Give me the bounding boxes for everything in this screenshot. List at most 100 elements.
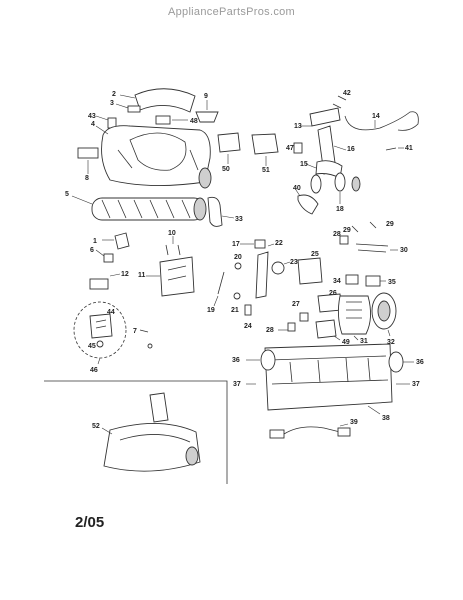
part-7-screws [139, 329, 153, 349]
part-29-screws [351, 221, 377, 233]
part-31-motor [337, 295, 371, 341]
callout-5: 5 [65, 191, 69, 198]
callout-51: 51 [262, 167, 270, 174]
callout-37b: 37 [412, 381, 420, 388]
part-17-block [240, 239, 266, 249]
part-47-clip [293, 142, 303, 154]
part-20-washer [234, 262, 242, 270]
part-23-pulley [271, 261, 291, 275]
callout-22: 22 [275, 240, 283, 247]
callout-30: 30 [400, 247, 408, 254]
callout-13: 13 [294, 123, 302, 130]
part-6-switch-cap [95, 249, 114, 263]
inset-box [44, 380, 228, 484]
callout-26: 26 [329, 290, 337, 297]
part-24-clip [244, 304, 252, 316]
part-34-block [345, 274, 359, 285]
part-42-screws [332, 95, 347, 109]
part-33-belt [207, 196, 235, 227]
callout-31: 31 [360, 338, 368, 345]
callout-8: 8 [85, 175, 89, 182]
part-38-base [264, 343, 393, 415]
callout-9: 9 [204, 93, 208, 100]
callout-36b: 36 [416, 359, 424, 366]
callout-3: 3 [110, 100, 114, 107]
part-27-clip [299, 312, 309, 322]
callout-23: 23 [290, 259, 298, 266]
callout-12: 12 [121, 271, 129, 278]
part-51-block [251, 133, 279, 166]
callout-48: 48 [190, 118, 198, 125]
callout-29: 29 [343, 227, 351, 234]
callout-44: 44 [107, 309, 115, 316]
callout-14: 14 [372, 113, 380, 120]
part-18-wheels [310, 172, 361, 204]
part-14-hose [344, 111, 419, 131]
callout-2: 2 [112, 91, 116, 98]
callout-47: 47 [286, 145, 294, 152]
callout-17: 17 [232, 241, 240, 248]
part-25-bracket [297, 257, 323, 285]
callout-33: 33 [235, 216, 243, 223]
part-1-switch [102, 232, 130, 250]
callout-15: 15 [300, 161, 308, 168]
callout-38: 38 [382, 415, 390, 422]
callout-28b: 28 [333, 231, 341, 238]
part-43-clip [95, 115, 117, 129]
part-13-bracket [300, 107, 341, 127]
callout-27: 27 [292, 301, 300, 308]
callout-52: 52 [92, 423, 100, 430]
callout-50: 50 [222, 166, 230, 173]
part-4-main-housing [95, 125, 212, 189]
callout-1: 1 [93, 238, 97, 245]
callout-11: 11 [138, 272, 146, 279]
part-35-block [365, 275, 386, 287]
part-5-brushroll [71, 195, 207, 221]
part-32-fan-housing [371, 292, 397, 337]
callout-36: 36 [232, 357, 240, 364]
callout-19: 19 [207, 307, 215, 314]
part-48-lens [155, 115, 188, 125]
callout-18: 18 [336, 206, 344, 213]
part-40-latch [295, 189, 319, 215]
callout-labels: 1 2 3 4 5 6 7 8 9 10 11 12 13 14 15 16 1… [65, 90, 424, 430]
part-14-wand-lower [269, 423, 351, 439]
callout-7: 7 [133, 328, 137, 335]
part-10-screws [165, 236, 181, 256]
callout-43: 43 [88, 113, 96, 120]
part-11-handle-base [146, 256, 195, 297]
callout-35: 35 [388, 279, 396, 286]
callout-4: 4 [91, 121, 95, 128]
part-50-block [217, 132, 241, 164]
part-36-wheel-right [388, 351, 414, 373]
part-49-cover [315, 319, 341, 341]
callout-40: 40 [293, 185, 301, 192]
callout-45: 45 [88, 343, 96, 350]
date-code: 2/05 [75, 514, 105, 531]
callout-46: 46 [90, 367, 98, 374]
callout-28: 28 [266, 327, 274, 334]
part-30-harness [355, 243, 398, 253]
callout-49: 49 [342, 339, 350, 346]
callout-39: 39 [350, 419, 358, 426]
callout-32: 32 [387, 339, 395, 346]
callout-41: 41 [405, 145, 413, 152]
callout-24: 24 [244, 323, 252, 330]
callout-42: 42 [343, 90, 351, 97]
callout-34: 34 [333, 278, 341, 285]
part-52-powerhead [101, 392, 201, 472]
part-9-filter [195, 100, 219, 123]
detail-circle [73, 301, 127, 365]
part-19-pin [213, 271, 225, 307]
callout-29b: 29 [386, 221, 394, 228]
watermark-text: AppliancePartsPros.com [167, 6, 296, 18]
part-2-top-cover [119, 88, 196, 113]
callout-16: 16 [347, 146, 355, 153]
callout-25: 25 [311, 251, 319, 258]
part-8-bumper [77, 147, 99, 174]
part-22-rod [255, 243, 275, 299]
callout-10: 10 [168, 230, 176, 237]
callout-21: 21 [231, 307, 239, 314]
callout-20: 20 [234, 254, 242, 261]
